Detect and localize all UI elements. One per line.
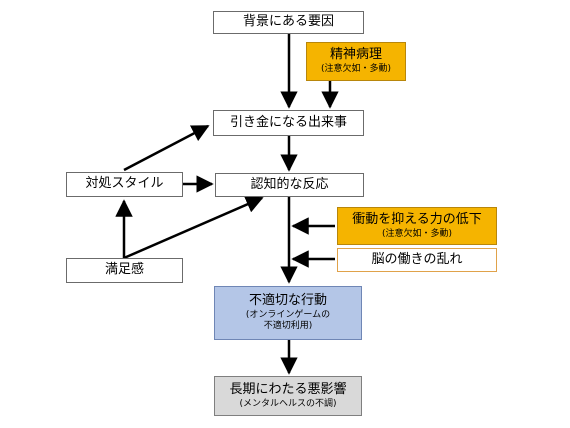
node-psychopathology-sub: (注意欠如・多動) <box>320 64 392 75</box>
node-coping-label: 対処スタイル <box>85 176 164 192</box>
node-coping: 対処スタイル <box>66 172 183 197</box>
node-behavior: 不適切な行動 (オンラインゲームの 不適切利用) <box>214 286 362 340</box>
node-impulse-sub: (注意欠如・多動) <box>381 228 453 239</box>
node-behavior-sub2: 不適切利用) <box>263 321 313 332</box>
node-brain-label: 脳の働きの乱れ <box>371 251 463 267</box>
node-longterm: 長期にわたる悪影響 (メンタルヘルスの不調) <box>214 376 362 416</box>
node-brain: 脳の働きの乱れ <box>337 248 497 272</box>
node-psychopathology-label: 精神病理 <box>329 47 382 63</box>
node-behavior-label: 不適切な行動 <box>248 293 327 309</box>
node-behavior-sub1: (オンラインゲームの <box>245 310 331 321</box>
node-background-label: 背景にある要因 <box>242 14 334 30</box>
node-satisfaction-label: 満足感 <box>104 262 144 278</box>
arrow-satisfaction-to-cognitive <box>123 196 264 260</box>
node-longterm-sub: (メンタルヘルスの不調) <box>239 398 337 409</box>
arrow-coping-to-trigger <box>123 124 210 172</box>
node-cognitive: 認知的な反応 <box>215 173 364 197</box>
node-trigger: 引き金になる出来事 <box>213 110 364 136</box>
node-impulse-label: 衝動を抑える力の低下 <box>352 211 482 227</box>
node-background: 背景にある要因 <box>213 11 364 34</box>
node-longterm-label: 長期にわたる悪影響 <box>229 381 347 397</box>
node-cognitive-label: 認知的な反応 <box>250 176 329 192</box>
node-impulse: 衝動を抑える力の低下 (注意欠如・多動) <box>337 207 497 245</box>
node-psychopathology: 精神病理 (注意欠如・多動) <box>306 42 406 81</box>
node-trigger-label: 引き金になる出来事 <box>229 114 347 130</box>
node-satisfaction: 満足感 <box>66 258 183 283</box>
